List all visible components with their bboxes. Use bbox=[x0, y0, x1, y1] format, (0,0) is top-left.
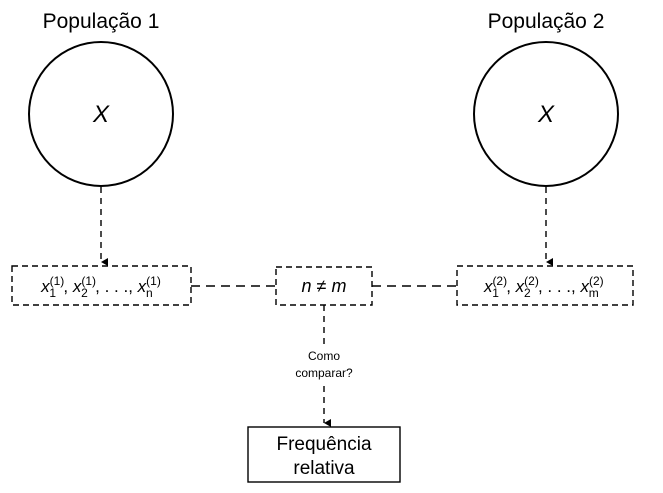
sample-1-term-superscript: (1) bbox=[146, 274, 161, 288]
sample-1-term-superscript: (1) bbox=[81, 274, 96, 288]
sample-2-ellipsis: , . . ., bbox=[538, 277, 581, 296]
sample-1-ellipsis: , . . ., bbox=[95, 277, 138, 296]
sample-2-term-superscript: (2) bbox=[492, 274, 507, 288]
result-line-1: Frequência bbox=[276, 434, 371, 455]
sample-2-term-subscript: 2 bbox=[524, 286, 531, 300]
sample-1-term-subscript: 2 bbox=[81, 286, 88, 300]
sample-2-term-subscript: m bbox=[589, 286, 599, 300]
population-2-circle bbox=[473, 41, 619, 187]
sample-2-term-superscript: (2) bbox=[589, 274, 604, 288]
population-1-circle bbox=[28, 41, 174, 187]
sample-2-term-superscript: (2) bbox=[524, 274, 539, 288]
sample-2-term-gap bbox=[605, 277, 606, 296]
question-line-1: Como bbox=[308, 349, 340, 363]
sample-1-label: x(1)1 , x(1)2 , . . ., x(1)n bbox=[40, 274, 161, 300]
question-line-2: comparar? bbox=[295, 366, 353, 380]
sample-1-separator: , bbox=[63, 277, 72, 296]
population-1-title: População 1 bbox=[43, 10, 160, 33]
sample-2-box bbox=[456, 265, 634, 306]
sample-2-term-base: x bbox=[579, 277, 589, 296]
sample-1-term-superscript: (1) bbox=[50, 274, 65, 288]
result-line-2: relativa bbox=[293, 458, 355, 479]
sample-2-term-base: x bbox=[515, 277, 525, 296]
sample-1-term-subscript: n bbox=[146, 286, 153, 300]
sample-2-label: x(2)1 , x(2)2 , . . ., x(2)m bbox=[483, 274, 606, 300]
sample-1-term-base: x bbox=[40, 277, 50, 296]
sample-2-separator: , bbox=[506, 277, 515, 296]
result-box bbox=[247, 426, 401, 483]
sample-1-term-base: x bbox=[72, 277, 82, 296]
sample-1-term-gap bbox=[159, 277, 160, 296]
sample-1-term-base: x bbox=[137, 277, 147, 296]
sample-2-term-base: x bbox=[483, 277, 493, 296]
sample-1-term-subscript: 1 bbox=[49, 286, 56, 300]
population-1-variable: X bbox=[92, 101, 110, 128]
population-2-variable: X bbox=[537, 101, 555, 128]
population-2-title: População 2 bbox=[488, 10, 605, 33]
condition-label: n ≠ m bbox=[302, 276, 347, 296]
sample-2-term-subscript: 1 bbox=[492, 286, 499, 300]
